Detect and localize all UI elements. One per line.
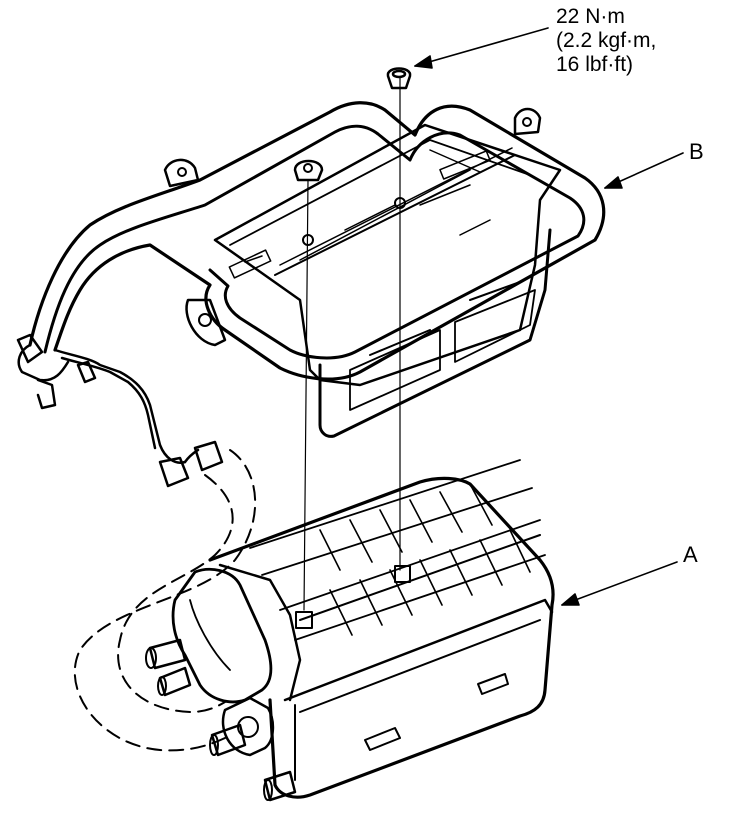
bracket-tab (185, 298, 227, 347)
leader-lines (414, 27, 684, 606)
torque-spec-label: 22 N·m (2.2 kgf·m, 16 lbf·ft) (556, 5, 656, 77)
bracket-b (28, 101, 606, 438)
hose-routing-dashed (73, 449, 256, 752)
canister-a (145, 459, 555, 802)
bracket-tab (163, 158, 200, 188)
alignment-lines (303, 77, 401, 611)
torque-value-lbf: 16 lbf·ft) (556, 53, 634, 76)
bracket-tray-lower (318, 228, 552, 438)
callout-label-a: A (683, 542, 698, 567)
callout-label-b: B (689, 139, 704, 164)
torque-value-kgf: (2.2 kgf·m, (556, 29, 657, 52)
bracket-tube (28, 101, 606, 381)
wire-harness (16, 333, 224, 488)
bracket-tab (513, 107, 542, 136)
flange-nut (386, 67, 412, 90)
torque-value: 22 N·m (556, 5, 625, 28)
